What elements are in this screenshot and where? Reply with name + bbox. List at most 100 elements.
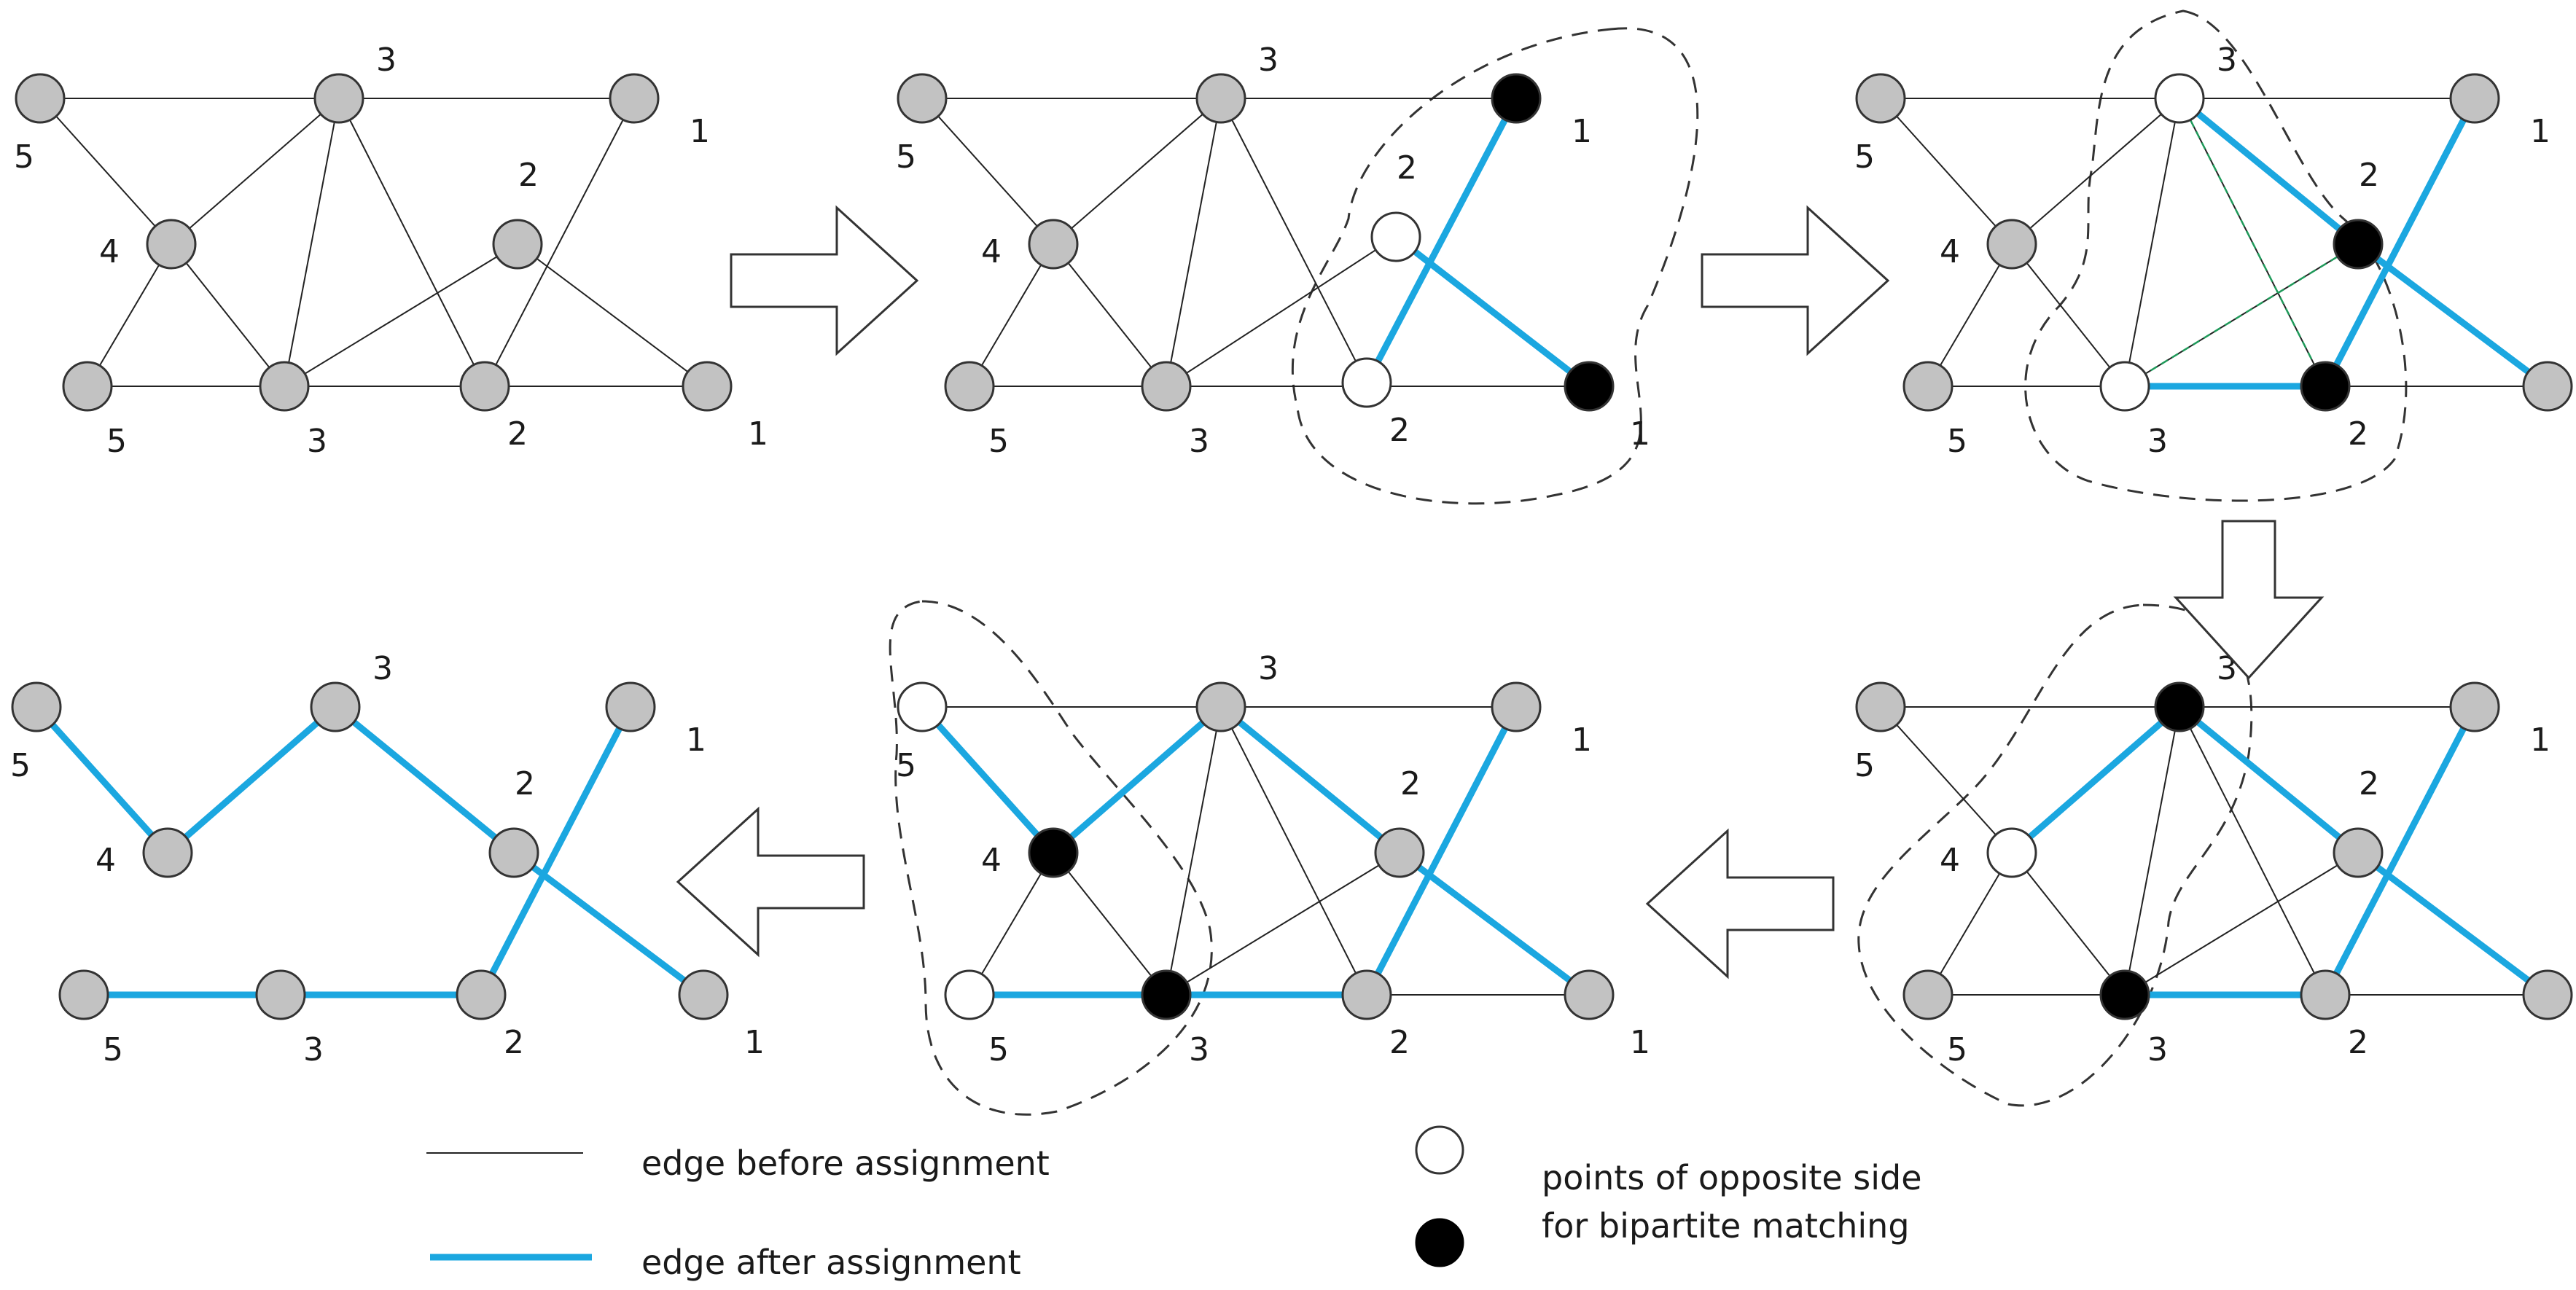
- node-label: 4: [1940, 233, 1960, 270]
- matching-region-outline: [1291, 27, 1699, 505]
- node-label: 2: [2348, 415, 2368, 453]
- node-label: 3: [1258, 650, 1279, 687]
- edge-before: [2011, 852, 2126, 996]
- step-arrow: [730, 205, 919, 356]
- node-white: [944, 969, 995, 1020]
- node-black: [1564, 361, 1615, 412]
- node-gray: [1902, 361, 1954, 412]
- node-label: 4: [99, 233, 120, 270]
- node-gray: [605, 681, 656, 732]
- node-black: [2300, 361, 2351, 412]
- edge-after: [34, 704, 171, 856]
- node-label: 2: [507, 415, 528, 453]
- node-gray: [1028, 219, 1079, 270]
- node-label: 2: [1389, 1024, 1410, 1061]
- edge-before: [517, 243, 708, 387]
- node-label: 1: [2530, 113, 2550, 150]
- edge-after: [478, 705, 633, 997]
- node-label: 4: [1940, 842, 1960, 879]
- edge-after: [2356, 241, 2550, 389]
- edge-before: [87, 243, 172, 387]
- node-gray: [678, 969, 729, 1020]
- node-gray: [1564, 969, 1615, 1020]
- node-white: [1986, 827, 2037, 878]
- node-gray: [2522, 361, 2573, 412]
- node-white: [897, 681, 948, 732]
- node-gray: [2449, 73, 2500, 124]
- edge-before: [1166, 98, 1222, 387]
- edge-after: [2177, 95, 2360, 247]
- edge-before: [1053, 852, 1167, 996]
- node-gray: [255, 969, 306, 1020]
- node-white: [2154, 73, 2205, 124]
- node-label: 2: [515, 765, 535, 802]
- node-white: [1341, 357, 1392, 408]
- node-label: 3: [2147, 1031, 2168, 1068]
- node-label: 2: [1397, 149, 1417, 187]
- legend: edge before assignment edge after assign…: [426, 1125, 1922, 1282]
- node-gray: [2522, 969, 2573, 1020]
- node-label: 3: [2147, 423, 2168, 460]
- node-gray: [1341, 969, 1392, 1020]
- edge-before: [39, 98, 172, 245]
- arrows-layer: [676, 205, 2325, 980]
- node-label: 2: [2359, 765, 2379, 802]
- edge-before: [2011, 98, 2180, 245]
- node-gray: [897, 73, 948, 124]
- edge-after: [2322, 705, 2478, 997]
- node-label: 5: [1854, 747, 1875, 784]
- edge-before: [921, 98, 1054, 245]
- node-gray: [62, 361, 113, 412]
- node-label: 5: [988, 423, 1009, 460]
- node-label: 5: [1947, 423, 1967, 460]
- edge-before: [1927, 852, 2013, 996]
- node-label: 5: [896, 747, 916, 784]
- node-label: 5: [106, 423, 127, 460]
- node-label: 3: [1189, 423, 1209, 460]
- edge-candidate: [2178, 98, 2327, 387]
- node-gray: [609, 73, 660, 124]
- node-gray: [11, 681, 62, 732]
- edge-before: [969, 852, 1054, 996]
- node-label: 4: [95, 842, 116, 879]
- node-label: 1: [1630, 415, 1650, 453]
- step-arrow: [1645, 828, 1835, 980]
- node-label: 5: [14, 138, 34, 176]
- edge-before: [969, 243, 1054, 387]
- node-label: 2: [1389, 412, 1410, 449]
- legend-white-node: [1415, 1125, 1464, 1175]
- edge-after: [919, 704, 1056, 856]
- step-arrow-down: [2173, 520, 2325, 680]
- node-gray: [310, 681, 361, 732]
- node-black: [1028, 827, 1079, 878]
- node-gray: [2333, 827, 2384, 878]
- node-gray: [142, 827, 193, 878]
- edge-before: [1053, 98, 1222, 245]
- node-gray: [1902, 969, 1954, 1020]
- edge-after: [1219, 704, 1402, 856]
- edge-after: [1364, 705, 1519, 997]
- node-label: 1: [686, 722, 706, 759]
- edge-candidate: [2124, 243, 2359, 388]
- node-black: [1491, 73, 1542, 124]
- edge-after: [1394, 234, 1591, 389]
- node-label: 5: [103, 1031, 123, 1068]
- node-black: [2154, 681, 2205, 732]
- node-label: 1: [1572, 113, 1592, 150]
- edge-before: [171, 243, 285, 387]
- node-gray: [1855, 73, 1906, 124]
- node-label: 3: [303, 1031, 324, 1068]
- node-label: 1: [1630, 1024, 1650, 1061]
- node-gray: [492, 219, 543, 270]
- node-gray: [58, 969, 109, 1020]
- edge-before: [1220, 98, 1367, 383]
- legend-black-node: [1415, 1218, 1464, 1267]
- node-gray: [1195, 73, 1246, 124]
- node-gray: [15, 73, 66, 124]
- node-black: [2333, 219, 2384, 270]
- edge-after: [2356, 850, 2550, 998]
